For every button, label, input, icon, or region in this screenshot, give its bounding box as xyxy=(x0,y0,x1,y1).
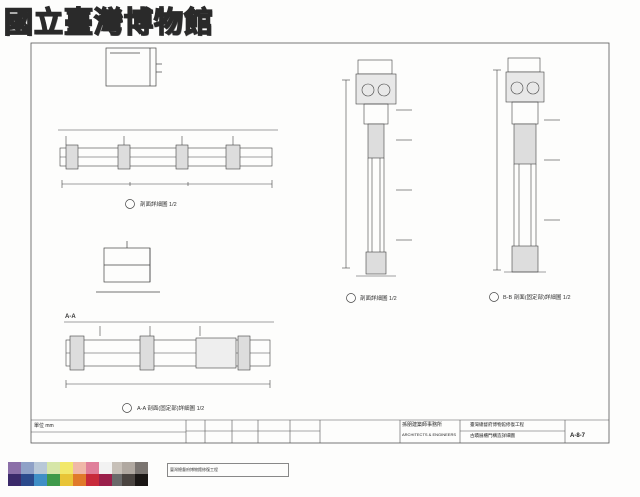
color-swatch-bottom-2 xyxy=(34,474,47,486)
gray-swatch-top-1 xyxy=(135,462,148,474)
color-swatch-bottom-8 xyxy=(112,474,125,486)
archive-label: 臺灣總督府博物館修復工程 xyxy=(170,467,218,472)
section-aa-tag: A-A xyxy=(65,314,76,320)
vertical-2-label: B-B 剖面(固定部)詳細圖 1/2 xyxy=(503,293,571,301)
plan-a-label: 剖面詳細圖 1/2 xyxy=(140,200,177,208)
color-swatch-bottom-3 xyxy=(47,474,60,486)
sheet-number: A-8-7 xyxy=(570,433,586,439)
color-swatch-top-6 xyxy=(86,462,99,474)
title-block xyxy=(31,419,609,443)
vertical-section-1 xyxy=(342,59,412,277)
horizontal-section-upper xyxy=(58,129,278,188)
museum-title-logo: 國立臺灣博物館 xyxy=(3,4,215,40)
project-name: 臺灣總督府博物館修復工程 xyxy=(470,422,524,427)
color-swatch-top-1 xyxy=(21,462,34,474)
gray-swatch-bottom-0 xyxy=(122,474,135,486)
vertical-1-label: 剖面詳細圖 1/2 xyxy=(360,294,397,302)
color-swatch-top-5 xyxy=(73,462,86,474)
color-swatch-bottom-4 xyxy=(60,474,73,486)
gray-swatch-top-0 xyxy=(122,462,135,474)
drawing-title: 古蹟展櫃門構造詳細圖 xyxy=(470,433,515,438)
plan-box-lower xyxy=(96,241,160,293)
color-swatch-bottom-6 xyxy=(86,474,99,486)
section-aa-drawing xyxy=(64,321,274,388)
color-swatch-top-8 xyxy=(112,462,125,474)
scale-note: 單位 mm xyxy=(34,423,54,429)
firm-name-en: ARCHITECTS & ENGINEERS xyxy=(402,432,457,437)
color-swatch-bottom-5 xyxy=(73,474,86,486)
color-swatch-top-0 xyxy=(8,462,21,474)
color-swatch-top-2 xyxy=(34,462,47,474)
color-swatch-bottom-1 xyxy=(21,474,34,486)
gray-swatch-bottom-1 xyxy=(135,474,148,486)
color-swatch-bottom-0 xyxy=(8,474,21,486)
section-aa-label: A-A 剖面(固定部)詳細圖 1/2 xyxy=(137,404,204,412)
color-swatch-top-7 xyxy=(99,462,112,474)
color-calibration-bar xyxy=(8,462,125,486)
sheet-border xyxy=(30,42,610,444)
vertical-section-2 xyxy=(493,57,560,273)
color-swatch-top-4 xyxy=(60,462,73,474)
plan-box-upper xyxy=(105,47,162,87)
color-swatch-top-3 xyxy=(47,462,60,474)
archive-label-box: 臺灣總督府博物館修復工程 xyxy=(167,463,289,477)
gray-calibration-bar xyxy=(122,462,148,486)
color-swatch-bottom-7 xyxy=(99,474,112,486)
firm-name: 孫朋建築師事務所 xyxy=(402,422,443,428)
